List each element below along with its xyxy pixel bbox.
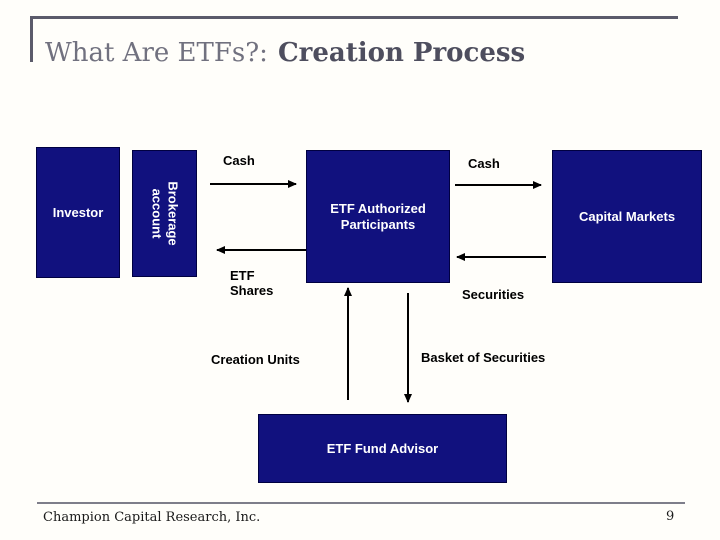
capital-markets-box: Capital Markets — [552, 150, 702, 283]
footer-company: Champion Capital Research, Inc. — [43, 510, 261, 525]
page-number: 9 — [666, 509, 675, 524]
cash-label-left: Cash — [223, 153, 255, 168]
footer-rule — [37, 502, 685, 504]
page-title-prefix: What Are ETFs?: — [45, 38, 268, 68]
brokerage-account-box: Brokerage account — [132, 150, 197, 277]
etf-authorized-participants-label: ETF Authorized Participants — [330, 200, 426, 232]
capital-markets-label: Capital Markets — [578, 208, 676, 224]
etf-fund-advisor-label: ETF Fund Advisor — [326, 440, 439, 456]
investor-box-label: Investor — [52, 204, 104, 220]
etf-shares-label: ETF Shares — [230, 268, 274, 299]
page-title: What Are ETFs?: Creation Process — [45, 38, 525, 68]
brokerage-account-label: Brokerage account — [150, 181, 181, 246]
page-title-emphasis: Creation Process — [277, 38, 526, 68]
etf-authorized-participants-box: ETF Authorized Participants — [306, 150, 450, 283]
etf-fund-advisor-box: ETF Fund Advisor — [258, 414, 507, 483]
securities-label: Securities — [462, 287, 525, 302]
title-corner-rule — [30, 16, 678, 62]
basket-of-securities-label: Basket of Securities — [421, 350, 546, 365]
creation-units-label: Creation Units — [211, 352, 300, 367]
cash-label-right: Cash — [468, 156, 500, 171]
investor-box: Investor — [36, 147, 120, 278]
